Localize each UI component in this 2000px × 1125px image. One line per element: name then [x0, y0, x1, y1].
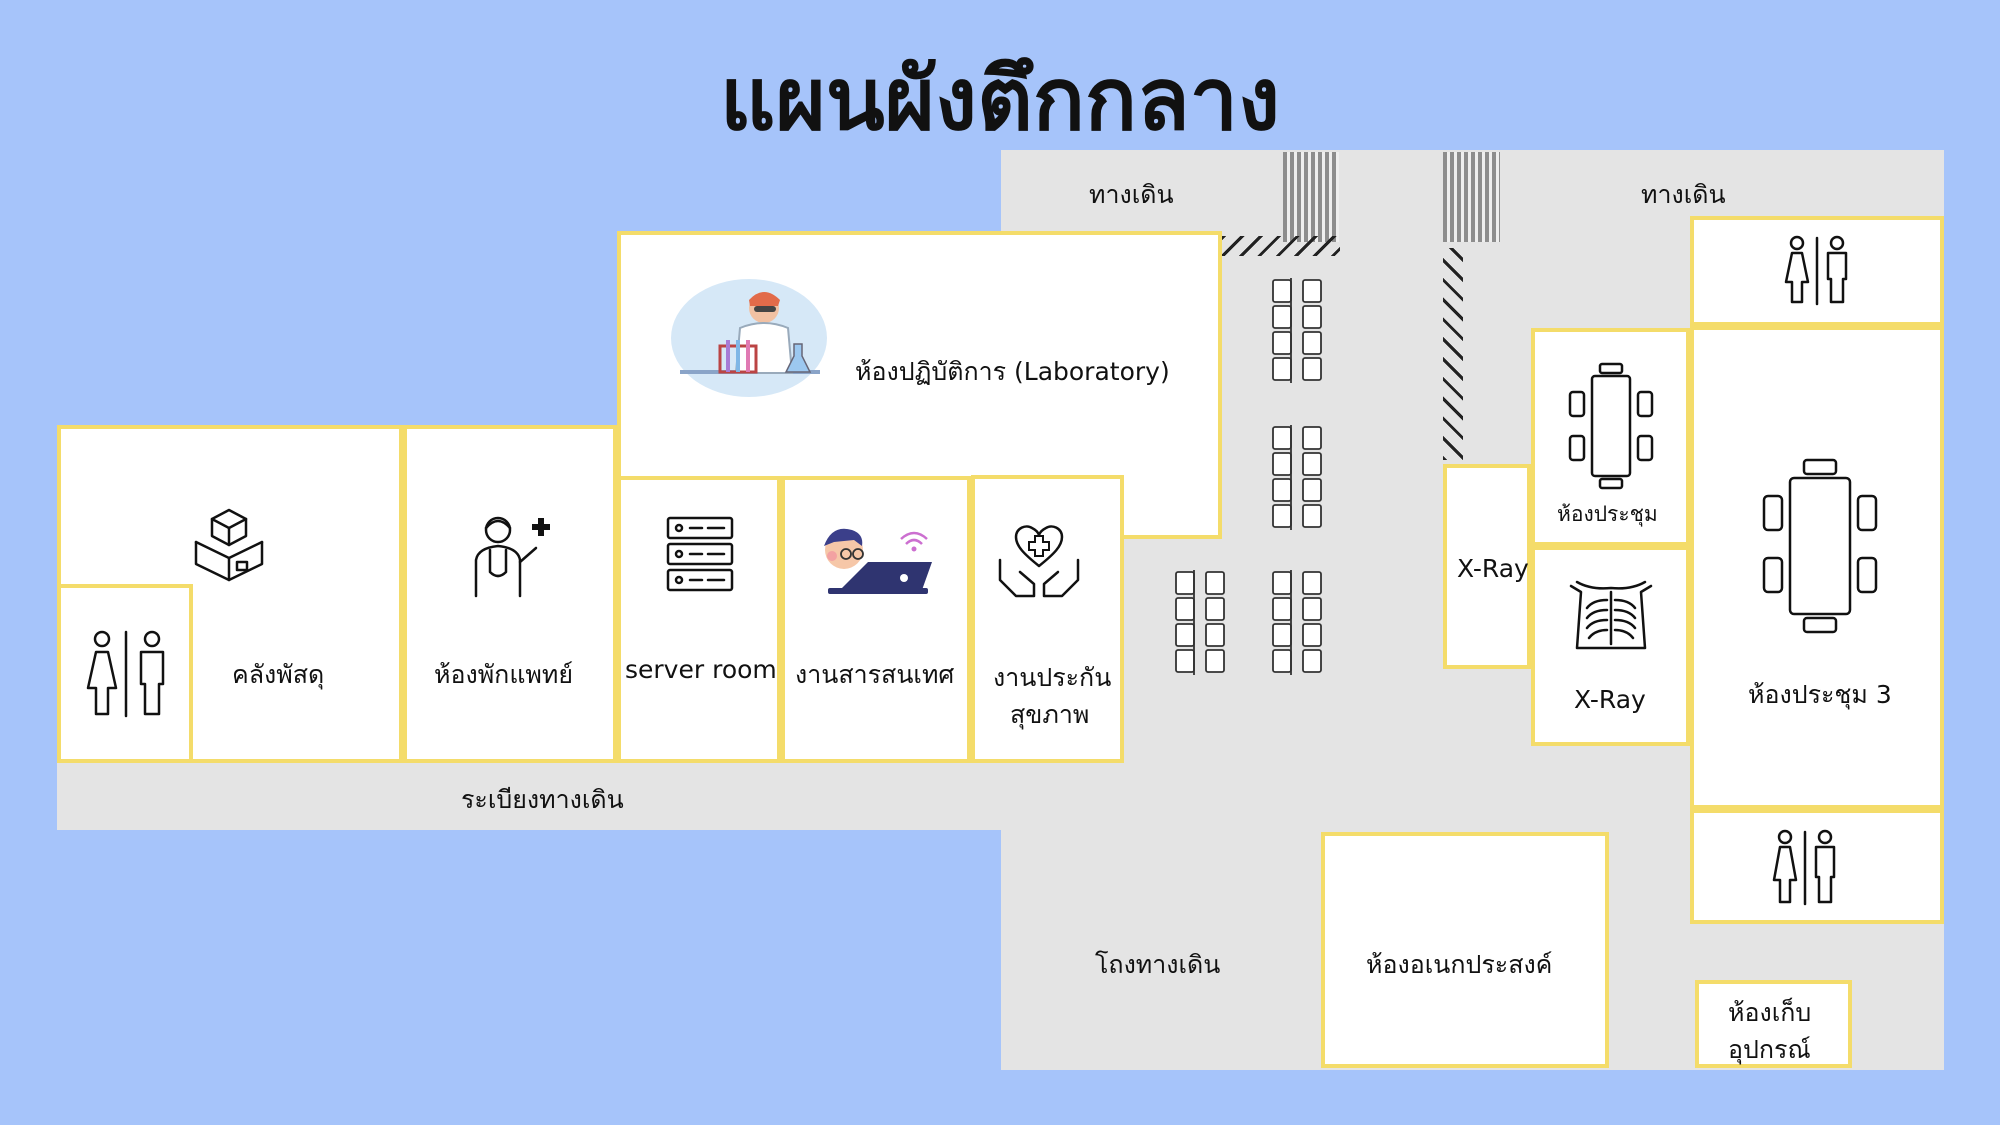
meeting-label: ห้องประชุม	[1557, 502, 1658, 526]
server-room[interactable]	[617, 476, 781, 763]
xray-icon	[1569, 580, 1653, 650]
server-room-label: server room	[625, 655, 777, 684]
staircase-icon	[1283, 152, 1339, 242]
multipurpose-room[interactable]	[1321, 832, 1609, 1068]
corridor-label: ระเบียงทางเดิน	[461, 785, 624, 814]
health-insurance-label-1: งานประกัน	[993, 663, 1112, 692]
restroom-icon	[1784, 235, 1848, 306]
health-insurance-room[interactable]	[971, 475, 1124, 763]
restroom-icon	[1772, 829, 1836, 906]
lobby-label: โถงทางเดิน	[1095, 950, 1221, 979]
doctor-lounge-label: ห้องพักแพทย์	[434, 660, 574, 689]
meeting3-label: ห้องประชุม 3	[1748, 680, 1892, 709]
health-insurance-icon	[998, 525, 1080, 598]
storage-label: คลังพัสดุ	[232, 660, 325, 689]
xray-label: X-Ray	[1574, 685, 1646, 714]
scientist-icon	[671, 279, 827, 397]
staircase-icon	[1443, 152, 1500, 242]
xray-small-room[interactable]	[1443, 464, 1531, 669]
equipment-label-1: ห้องเก็บ	[1728, 998, 1812, 1027]
seat-row-icon	[1272, 570, 1322, 675]
page-title: แผนผังตึกกลาง	[720, 50, 1280, 150]
server-icon	[666, 516, 734, 592]
meeting-table-icon	[1762, 458, 1878, 634]
walkway-top-left-label: ทางเดิน	[1089, 180, 1174, 209]
doctor-lounge-room[interactable]	[403, 425, 617, 763]
seat-row-icon	[1272, 425, 1322, 530]
restroom-bottom-right[interactable]	[1690, 809, 1944, 924]
equipment-room[interactable]	[1695, 980, 1852, 1068]
hatch-marking	[1222, 236, 1340, 256]
it-label: งานสารสนเทศ	[795, 660, 955, 689]
walkway-top-right-label: ทางเดิน	[1641, 180, 1726, 209]
doctor-icon	[474, 516, 550, 598]
box-icon	[194, 508, 264, 582]
seat-row-icon	[1272, 278, 1322, 383]
health-insurance-label-2: สุขภาพ	[1010, 700, 1090, 729]
restroom-icon	[86, 630, 165, 718]
floor-corridor	[57, 755, 1017, 830]
it-room[interactable]	[781, 476, 971, 763]
equipment-label-2: อุปกรณ์	[1728, 1035, 1811, 1064]
meeting-table-icon	[1568, 362, 1654, 490]
meeting3-room[interactable]	[1690, 326, 1944, 809]
hatch-marking	[1443, 248, 1463, 460]
laboratory-label: ห้องปฏิบัติการ (Laboratory)	[855, 357, 1170, 386]
multipurpose-label: ห้องอเนกประสงค์	[1366, 950, 1553, 979]
xray-room[interactable]	[1531, 546, 1690, 746]
it-worker-icon	[824, 528, 932, 594]
seat-row-icon	[1175, 570, 1225, 675]
xray-small-label: X-Ray	[1457, 554, 1529, 583]
